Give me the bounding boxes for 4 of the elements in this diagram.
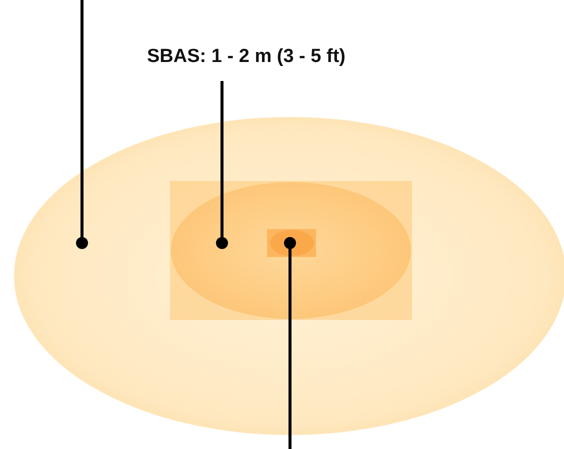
leader-line — [76, 0, 88, 249]
leader-line — [284, 237, 296, 449]
leader-line — [216, 81, 228, 249]
accuracy-label: SBAS: 1 - 2 m (3 - 5 ft) — [147, 45, 427, 69]
